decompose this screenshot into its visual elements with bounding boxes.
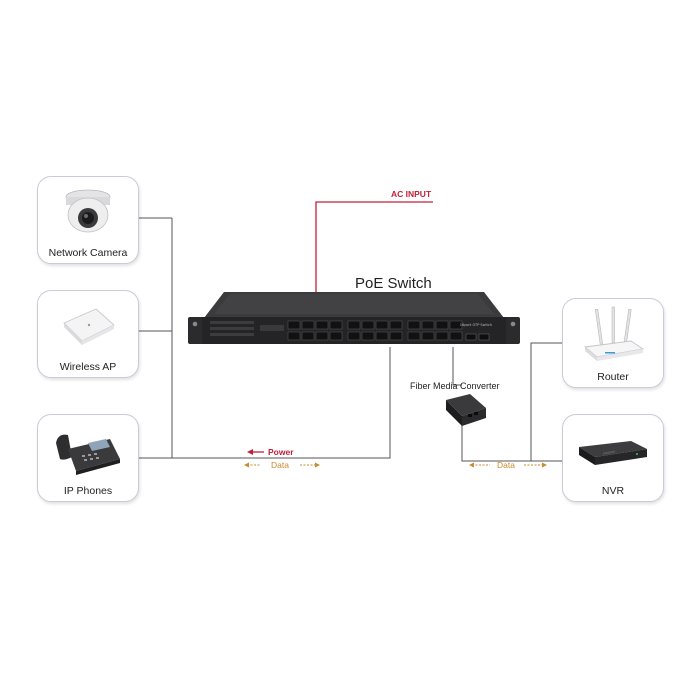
- ac-input-label: AC INPUT: [391, 189, 432, 199]
- nvr-label: NVR: [601, 485, 625, 497]
- network-camera-label: Network Camera: [48, 247, 128, 259]
- power-legend-label: Power: [268, 447, 294, 457]
- wireless-ap-card: Wireless AP: [37, 290, 139, 378]
- router-link: [530, 342, 562, 461]
- switch-title: PoE Switch: [355, 275, 432, 292]
- data-arrowhead-left-a: [244, 462, 249, 468]
- switch-to-converter-link: [452, 347, 462, 386]
- converter-to-nvr-link: [461, 418, 562, 462]
- nvr-card: NVR: [562, 414, 664, 502]
- nvr-icon: [579, 441, 647, 465]
- data-arrowhead-right-a: [315, 462, 320, 468]
- fiber-data-label: Data: [497, 460, 515, 470]
- ip-phone-icon: [56, 434, 120, 475]
- router-card: Router: [562, 298, 664, 388]
- switch-faceplate-text: 16port GTP Switch: [460, 323, 492, 327]
- power-arrowhead: [247, 449, 253, 455]
- data-arrowhead-right-b: [542, 462, 547, 468]
- router-label: Router: [597, 371, 629, 383]
- wireless-ap-label: Wireless AP: [59, 361, 117, 373]
- network-camera-icon: [65, 189, 111, 233]
- fiber-media-converter-icon: [446, 394, 486, 426]
- switch-to-devices-link: [172, 347, 391, 459]
- network-camera-card: Network Camera: [37, 176, 139, 264]
- ip-phones-label: IP Phones: [63, 485, 113, 497]
- ip-phones-card: IP Phones: [37, 414, 139, 502]
- poe-switch-icon: 16port GTP Switch: [188, 292, 520, 344]
- router-icon: [583, 306, 645, 361]
- wireless-ap-icon: [63, 308, 115, 345]
- data-arrowhead-left-b: [469, 462, 474, 468]
- data-legend-label: Data: [271, 460, 289, 470]
- fiber-media-converter-label: Fiber Media Converter: [410, 381, 500, 391]
- ac-input-cord: [315, 201, 433, 293]
